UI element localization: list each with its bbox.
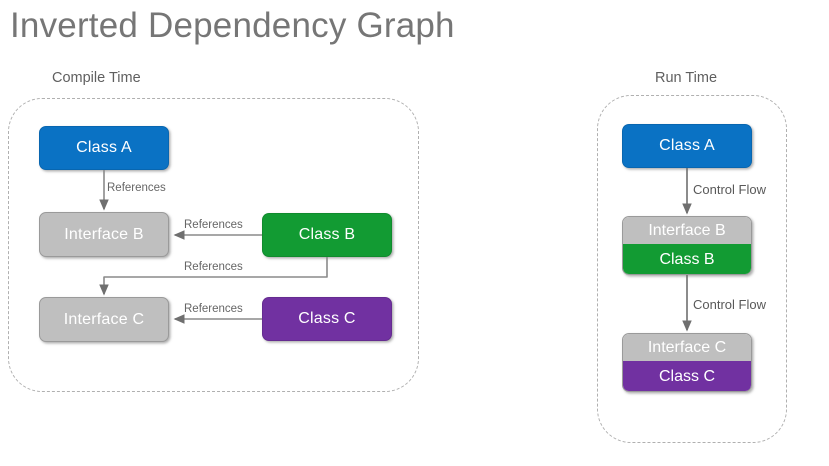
- compile-time-group-boundary: [8, 98, 419, 392]
- node-stack-interface-c-class-c-runtime[interactable]: Interface C Class C: [622, 333, 752, 392]
- edge-label-control-flow-b-to-c: Control Flow: [693, 297, 766, 312]
- node-label: Interface C: [63, 310, 145, 328]
- node-label-class-b: Class B: [623, 244, 751, 274]
- node-class-c-compile[interactable]: Class C: [262, 297, 392, 341]
- edge-label-control-flow-a-to-b: Control Flow: [693, 182, 766, 197]
- node-label-class-c: Class C: [623, 361, 751, 391]
- node-class-a-runtime[interactable]: Class A: [622, 124, 752, 168]
- node-label-interface-b: Interface B: [623, 217, 751, 244]
- node-label-interface-c: Interface C: [623, 334, 751, 361]
- edge-label-class-b-to-interface-b: References: [184, 219, 243, 231]
- edge-label-class-c-to-interface-c: References: [184, 303, 243, 315]
- node-class-b-compile[interactable]: Class B: [262, 213, 392, 257]
- edge-label-class-b-to-interface-c: References: [184, 261, 243, 273]
- compile-time-group-label: Compile Time: [52, 70, 141, 86]
- node-label: Class A: [659, 137, 715, 154]
- node-interface-c-compile[interactable]: Interface C: [39, 297, 169, 342]
- node-label: Class B: [298, 226, 356, 243]
- run-time-group-boundary: [597, 95, 787, 443]
- node-class-a-compile[interactable]: Class A: [39, 126, 169, 170]
- edge-label-class-a-to-interface-b: References: [107, 182, 166, 194]
- node-label: Class A: [76, 139, 132, 156]
- node-interface-b-compile[interactable]: Interface B: [39, 212, 169, 257]
- run-time-group-label: Run Time: [655, 70, 718, 86]
- page-title: Inverted Dependency Graph: [10, 6, 455, 45]
- node-stack-interface-b-class-b-runtime[interactable]: Interface B Class B: [622, 216, 752, 275]
- node-label: Class C: [298, 310, 356, 327]
- node-label: Interface B: [64, 225, 144, 243]
